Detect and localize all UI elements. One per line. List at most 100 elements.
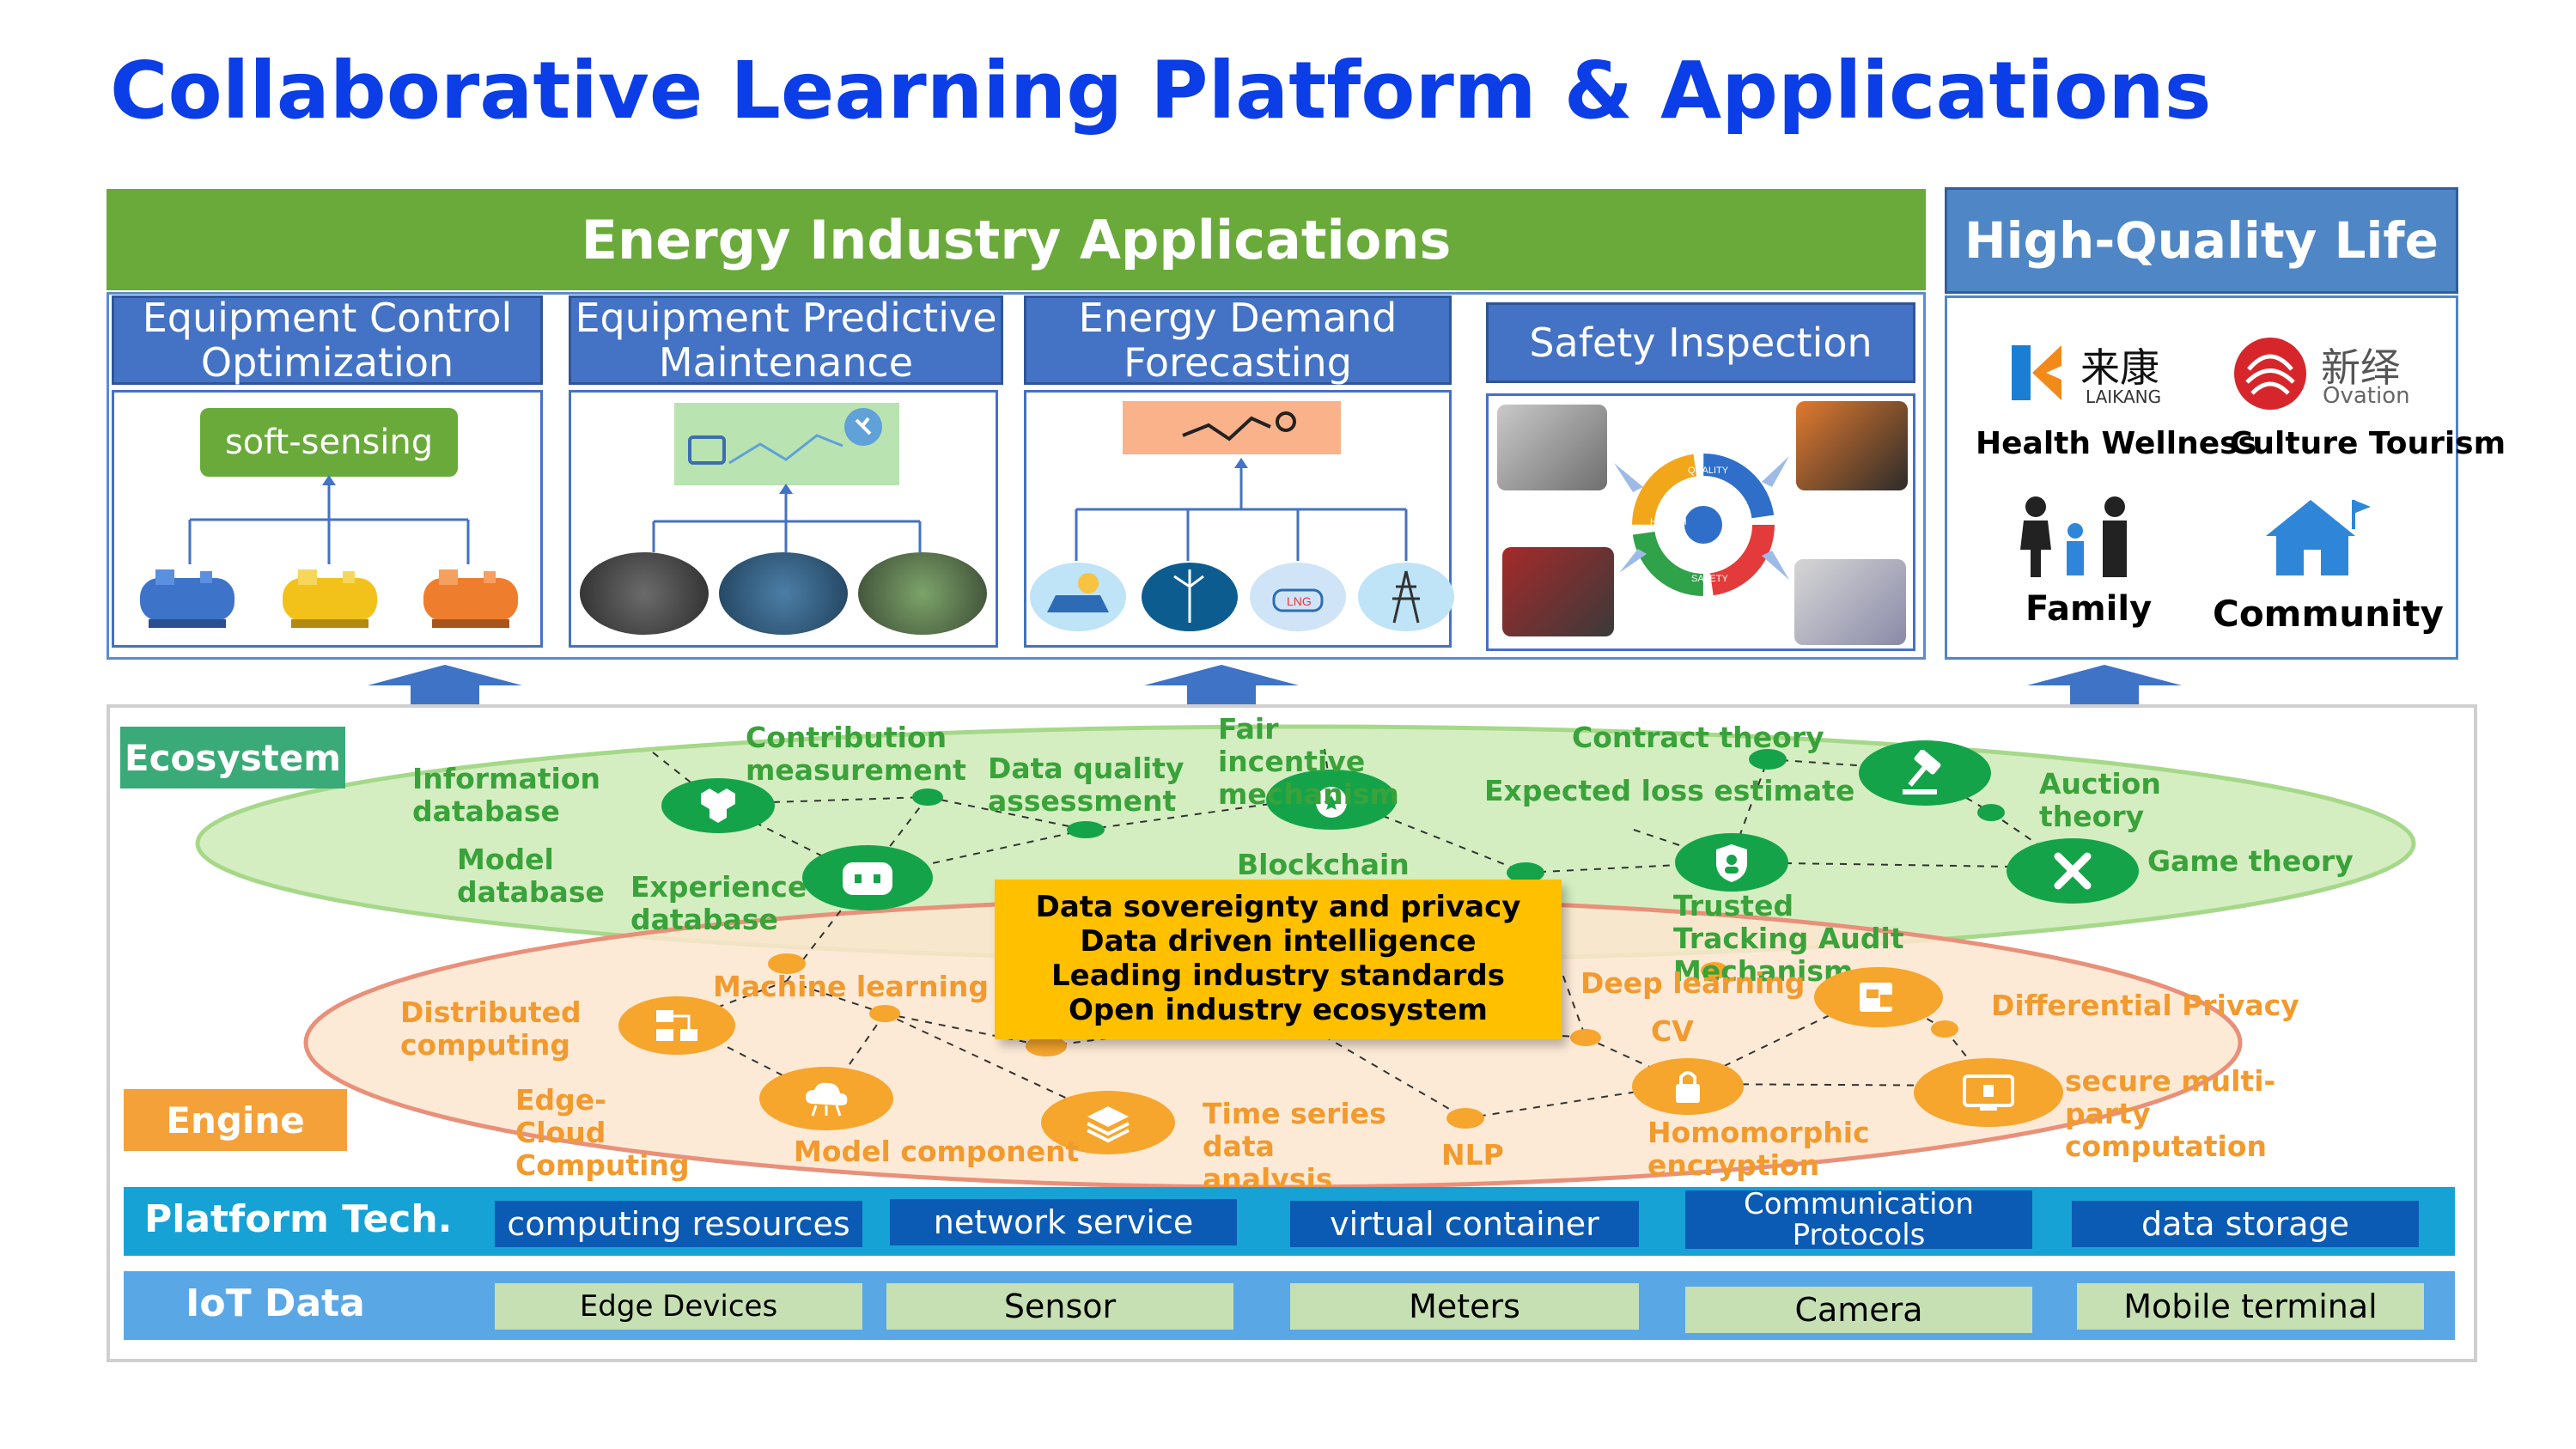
game-theory-icon <box>2007 838 2139 904</box>
eco-contract-theory: Contract theory <box>1572 721 1824 754</box>
iot-sensor: Sensor <box>886 1283 1233 1330</box>
generator-photo <box>719 552 848 635</box>
up-arrow-2 <box>1144 665 1299 706</box>
health-wellness-label: Health Wellness <box>1976 426 2256 461</box>
app-header-demand-forecasting: Energy Demand Forecasting <box>1024 295 1452 385</box>
environment-label: ENVIRONMENT <box>1727 518 1785 527</box>
app-panel-demand-forecasting: LNG <box>1024 390 1454 648</box>
iot-mobile-terminal: Mobile terminal <box>2077 1283 2424 1330</box>
core-line-3: Leading industry standards <box>1051 959 1505 993</box>
secure-computation-icon <box>1914 1058 2063 1127</box>
forecast-tree-diagram <box>1075 458 1408 561</box>
core-line-2: Data driven intelligence <box>1080 924 1477 959</box>
audit-shield-icon <box>1675 833 1788 892</box>
turbine-photo <box>580 552 709 635</box>
ovation-cn: 新绎 <box>2321 344 2400 391</box>
energy-apps-frame <box>107 292 1926 660</box>
cloud-icon <box>759 1067 893 1130</box>
platform-frame <box>107 704 2477 1362</box>
culture-tourism-label: Culture Tourism <box>2230 426 2506 461</box>
safety-label: SAFETY <box>1691 574 1728 584</box>
platform-tech-label: Platform Tech. <box>144 1197 453 1241</box>
eco-auction-theory: Auction theory <box>2039 767 2161 833</box>
hql-header: High-Quality Life <box>1945 187 2458 294</box>
information-database-icon <box>661 778 775 833</box>
laikang-en: LAIKANG <box>2086 387 2162 407</box>
quality-label: QUALITY <box>1688 466 1729 476</box>
layers-icon <box>1041 1091 1175 1154</box>
page-title: Collaborative Learning Platform & Applic… <box>110 45 2212 137</box>
eco-data-quality-assessment: Data quality assessment <box>988 752 1184 818</box>
maintenance-trend-icon <box>674 403 899 485</box>
pt-computing-resources: computing resources <box>495 1201 862 1247</box>
app-panel-predictive-maintenance <box>569 390 998 648</box>
pt-virtual-container: virtual container <box>1290 1201 1639 1247</box>
ovation-logo-icon <box>2234 338 2306 410</box>
worker-detection-photo <box>1794 559 1906 645</box>
eng-model-component: Model component <box>794 1135 1080 1168</box>
eng-secure-mpc: secure multi-party computation <box>2065 1064 2276 1163</box>
up-arrow-3 <box>2027 665 2182 706</box>
energy-apps-header: Energy Industry Applications <box>107 189 1926 290</box>
equipment-tree-diagram <box>188 475 470 564</box>
engine-label: Engine <box>124 1089 347 1151</box>
yellow-boiler-icon <box>283 569 377 628</box>
power-tower-icon <box>1358 563 1454 631</box>
eng-cv: CV <box>1651 1014 1694 1048</box>
forecast-trend-icon <box>1123 401 1341 454</box>
robot-icon <box>802 845 933 910</box>
eco-model-database: Model database <box>457 843 605 909</box>
eng-distributed-computing: Distributed computing <box>400 995 582 1062</box>
eco-game-theory: Game theory <box>2147 844 2354 878</box>
iot-data-label: IoT Data <box>186 1282 365 1325</box>
family-label: Family <box>2025 589 2153 629</box>
core-line-4: Open industry ecosystem <box>1069 993 1488 1027</box>
eng-homomorphic: Homomorphic encryption <box>1647 1116 1870 1182</box>
lock-icon <box>1632 1058 1744 1115</box>
solar-panel-icon <box>1030 563 1126 631</box>
welding-photo <box>1796 401 1908 490</box>
app-header-predictive-maintenance: Equipment Predictive Maintenance <box>569 295 1003 385</box>
soft-sensing-badge: soft-sensing <box>200 408 458 477</box>
eco-fair-incentive: Fair incentive mechanism <box>1218 712 1399 811</box>
app-header-safety-inspection: Safety Inspection <box>1486 302 1915 383</box>
eco-contribution-measurement: Contribution measurement <box>746 721 966 787</box>
eco-blockchain: Blockchain <box>1237 848 1410 881</box>
meter-photo <box>1497 405 1607 490</box>
eng-machine-learning: Machine learning <box>713 970 989 1003</box>
pt-data-storage: data storage <box>2072 1201 2419 1247</box>
core-line-1: Data sovereignty and privacy <box>1035 890 1521 924</box>
eng-nlp: NLP <box>1441 1138 1504 1172</box>
eco-experience-database: Experience database <box>630 870 807 936</box>
eng-time-series: Time series data analysis <box>1203 1097 1386 1196</box>
lng-tank-icon: LNG <box>1250 563 1346 631</box>
blue-boiler-icon <box>140 569 234 628</box>
document-icon <box>1814 967 1943 1027</box>
app-panel-control-optimization: soft-sensing <box>112 390 543 648</box>
gauge-photo <box>1502 547 1614 636</box>
ovation-en: Ovation <box>2323 383 2410 409</box>
lng-label: LNG <box>1287 594 1312 608</box>
eng-deep-learning: Deep learning <box>1580 966 1806 1000</box>
eco-information-database: Information database <box>412 762 600 828</box>
qhse-cycle-icon: QUALITY HEALTH SAFETY ENVIRONMENT <box>1632 454 1785 596</box>
maintenance-tree-diagram <box>652 484 922 552</box>
eng-edge-cloud: Edge-Cloud Computing <box>515 1083 690 1182</box>
family-icon <box>2020 496 2127 577</box>
pt-communication-protocols: Communication Protocols <box>1685 1189 2032 1251</box>
app-panel-safety-inspection: QUALITY HEALTH SAFETY ENVIRONMENT <box>1486 393 1915 651</box>
eng-differential-privacy: Differential Privacy <box>1991 989 2299 1022</box>
machinery-photo <box>858 552 987 635</box>
iot-camera: Camera <box>1685 1287 2032 1333</box>
ecosystem-label: Ecosystem <box>120 727 345 788</box>
distributed-computing-icon <box>618 996 735 1055</box>
app-header-control-optimization: Equipment Control Optimization <box>112 295 543 385</box>
auction-gavel-icon <box>1859 740 1991 806</box>
orange-boiler-icon <box>423 569 518 628</box>
community-icon <box>2266 500 2371 575</box>
laikang-cn: 来康 <box>2080 344 2159 391</box>
eco-expected-loss: Expected loss estimate <box>1484 774 1855 807</box>
health-label: HEALTH <box>1650 517 1687 527</box>
iot-meters: Meters <box>1290 1283 1639 1330</box>
wind-turbine-icon <box>1142 563 1238 631</box>
